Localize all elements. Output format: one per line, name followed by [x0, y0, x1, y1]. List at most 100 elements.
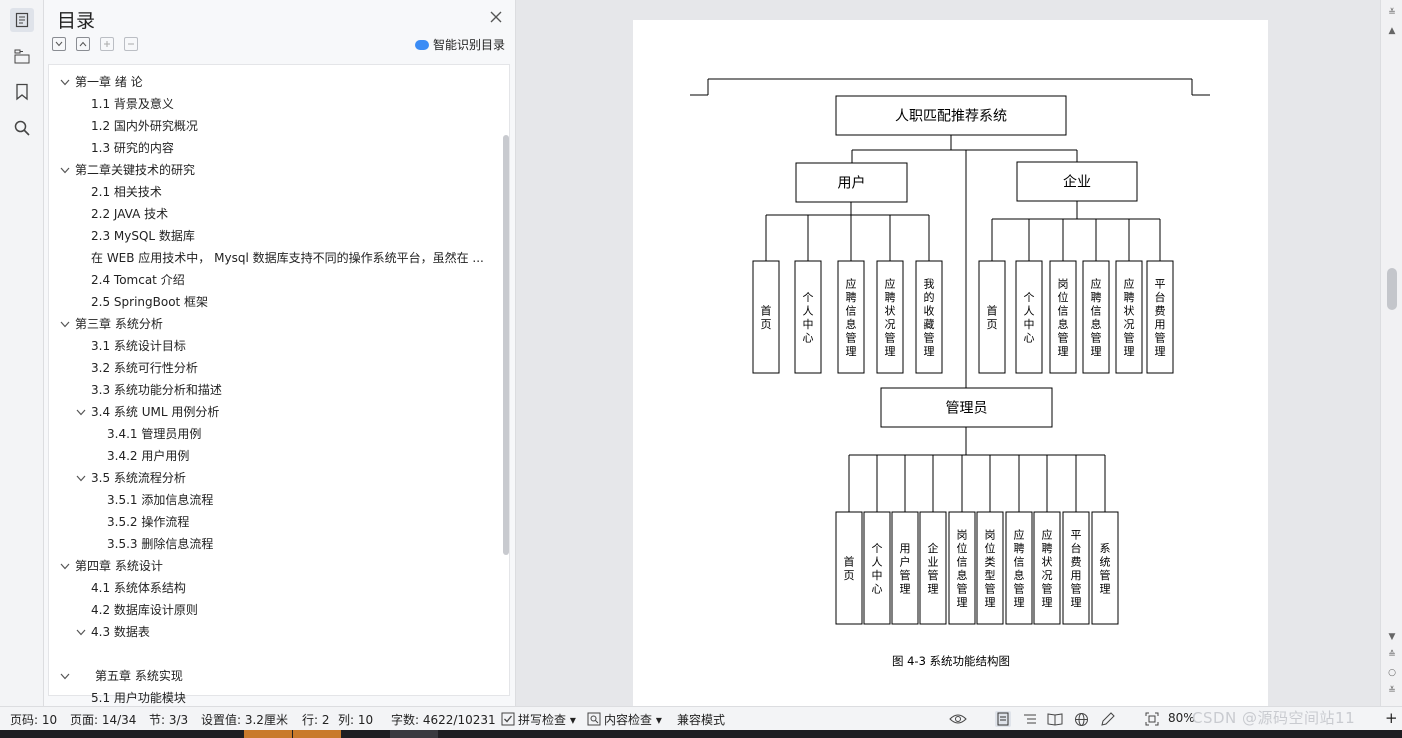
toc-item-label: 3.5.2 操作流程: [107, 515, 190, 529]
toc-item-label: 3.5 系统流程分析: [91, 471, 186, 485]
add-heading-icon[interactable]: [100, 37, 114, 51]
expand-all-icon[interactable]: [76, 37, 90, 51]
toc-item[interactable]: 3.4 系统 UML 用例分析: [75, 401, 219, 423]
toc-item-label: 1.3 研究的内容: [91, 141, 174, 155]
page-code[interactable]: 页码: 10: [10, 713, 58, 727]
chevron-down-icon[interactable]: [59, 318, 71, 330]
remove-heading-icon[interactable]: [124, 37, 138, 51]
toc-item-label: 3.2 系统可行性分析: [91, 361, 198, 375]
content-check-icon: [586, 711, 602, 727]
toc-item[interactable]: 第一章 绪 论: [59, 71, 143, 93]
diagram-leaf-box: [1082, 260, 1110, 374]
toc-item[interactable]: 3.1 系统设计目标: [91, 335, 186, 357]
toc-item-label: 5.1 用户功能模块: [91, 691, 186, 705]
toc-item[interactable]: 3.2 系统可行性分析: [91, 357, 198, 379]
toc-item[interactable]: 第三章 系统分析: [59, 313, 163, 335]
toc-item-label: 在 WEB 应用技术中， Mysql 数据库支持不同的操作系统平台，虽然在 ..…: [91, 251, 484, 265]
diagram-leaf-label: 个人中心: [872, 542, 883, 596]
toc-icon[interactable]: [10, 8, 34, 32]
toc-item[interactable]: 2.1 相关技术: [91, 181, 162, 203]
toc-item[interactable]: 4.3 数据表: [75, 621, 150, 643]
diagram-leaf-label: 个人中心: [803, 291, 814, 345]
taskbar-app[interactable]: [244, 730, 292, 738]
toc-item[interactable]: 在 WEB 应用技术中， Mysql 数据库支持不同的操作系统平台，虽然在 ..…: [91, 247, 484, 269]
toc-item[interactable]: 3.3 系统功能分析和描述: [91, 379, 222, 401]
vertical-scrollbar[interactable]: ≚ ▲ ▼ ≙ ○ ≚: [1380, 0, 1402, 706]
eye-protection-icon[interactable]: [949, 711, 967, 727]
toc-scrollbar[interactable]: [503, 135, 509, 555]
toc-item[interactable]: 1.2 国内外研究概况: [91, 115, 198, 137]
chevron-down-icon[interactable]: [75, 472, 87, 484]
spell-check-button[interactable]: 拼写检查 ▾: [518, 713, 576, 727]
close-icon[interactable]: [488, 9, 504, 25]
line-indicator[interactable]: 行: 2: [302, 713, 330, 727]
toc-item[interactable]: 1.3 研究的内容: [91, 137, 174, 159]
toc-item[interactable]: 第四章 系统设计: [59, 555, 163, 577]
word-count[interactable]: 字数: 4622/10231: [391, 713, 496, 727]
scroll-thumb[interactable]: [1387, 268, 1397, 310]
diagram-leaf-label: 应聘信息管理: [1014, 527, 1025, 609]
scroll-top-icon[interactable]: ≚: [1388, 8, 1396, 18]
toc-item[interactable]: 2.4 Tomcat 介绍: [91, 269, 185, 291]
outline-icon[interactable]: [10, 44, 34, 68]
chevron-down-icon[interactable]: [75, 626, 87, 638]
toc-item[interactable]: 3.5.3 删除信息流程: [107, 533, 213, 555]
toc-item-label: 2.5 SpringBoot 框架: [91, 295, 209, 309]
toc-item[interactable]: 2.2 JAVA 技术: [91, 203, 168, 225]
toc-item[interactable]: 4.2 数据库设计原则: [91, 599, 198, 621]
scroll-up-icon[interactable]: ▲: [1388, 26, 1396, 36]
toc-item[interactable]: 3.5 系统流程分析: [75, 467, 186, 489]
chevron-down-icon[interactable]: [75, 406, 87, 418]
prev-page-icon[interactable]: ≙: [1388, 650, 1396, 660]
taskbar-app[interactable]: [390, 730, 438, 738]
smart-toc-button[interactable]: 智能识别目录: [414, 36, 505, 53]
toc-item[interactable]: 第二章关键技术的研究: [59, 159, 195, 181]
document-page[interactable]: 人职匹配推荐系统用户首页个人中心应聘信息管理应聘状况管理我的收藏管理企业首页个人…: [633, 20, 1268, 706]
page-count[interactable]: 页面: 14/34: [70, 713, 137, 727]
diagram-leaf-box: [876, 260, 904, 374]
toc-item[interactable]: 2.5 SpringBoot 框架: [91, 291, 208, 313]
chevron-down-icon[interactable]: [59, 670, 71, 682]
select-browse-icon[interactable]: ○: [1388, 668, 1396, 678]
fit-page-icon[interactable]: [1144, 711, 1160, 727]
scroll-down-icon[interactable]: ▼: [1388, 632, 1396, 642]
web-view-icon[interactable]: [1073, 711, 1089, 727]
compat-mode[interactable]: 兼容模式: [677, 713, 726, 727]
outline-view-icon[interactable]: [1022, 711, 1038, 727]
diagram-leaf-box: [1033, 511, 1061, 625]
toc-item[interactable]: 5.1 用户功能模块: [91, 687, 186, 709]
chevron-down-icon[interactable]: [59, 560, 71, 572]
diagram-leaf-label: 应聘信息管理: [1091, 276, 1102, 358]
watermark: CSDN @源码空间站11: [1192, 709, 1356, 727]
toc-item[interactable]: 3.5.2 操作流程: [107, 511, 189, 533]
toc-item[interactable]: 3.4.1 管理员用例: [107, 423, 201, 445]
taskbar-app[interactable]: [293, 730, 341, 738]
column-indicator[interactable]: 列: 10: [338, 713, 374, 727]
zoom-level[interactable]: 80%: [1168, 711, 1195, 725]
write-mode-icon[interactable]: [1099, 711, 1115, 727]
collapse-all-icon[interactable]: [52, 37, 66, 51]
toc-item[interactable]: 第五章 系统实现: [59, 665, 183, 687]
content-check-button[interactable]: 内容检查 ▾: [604, 713, 662, 727]
toc-item[interactable]: 3.5.1 添加信息流程: [107, 489, 213, 511]
toc-item[interactable]: 3.4.2 用户用例: [107, 445, 189, 467]
next-page-icon[interactable]: ≚: [1388, 686, 1396, 696]
setting-value[interactable]: 设置值: 3.2厘米: [201, 713, 288, 727]
chevron-down-icon[interactable]: [59, 164, 71, 176]
section-indicator[interactable]: 节: 3/3: [149, 713, 189, 727]
diagram-leaf-box: [948, 511, 976, 625]
reading-view-icon[interactable]: [1047, 711, 1063, 727]
bookmark-icon[interactable]: [10, 80, 34, 104]
toc-item[interactable]: 4.1 系统体系结构: [91, 577, 186, 599]
page-view-icon[interactable]: [995, 711, 1011, 727]
toc-item-label: 4.2 数据库设计原则: [91, 603, 198, 617]
diagram-leaf-label: 应聘状况管理: [885, 276, 896, 358]
search-icon[interactable]: [10, 116, 34, 140]
diagram-leaf-label: 企业管理: [928, 541, 939, 596]
zoom-in-icon[interactable]: +: [1385, 709, 1398, 727]
toc-item[interactable]: 2.3 MySQL 数据库: [91, 225, 195, 247]
diagram-leaf-box: [919, 511, 947, 625]
diagram-leaf-box: [835, 511, 863, 625]
chevron-down-icon[interactable]: [59, 76, 71, 88]
toc-item[interactable]: 1.1 背景及意义: [91, 93, 174, 115]
